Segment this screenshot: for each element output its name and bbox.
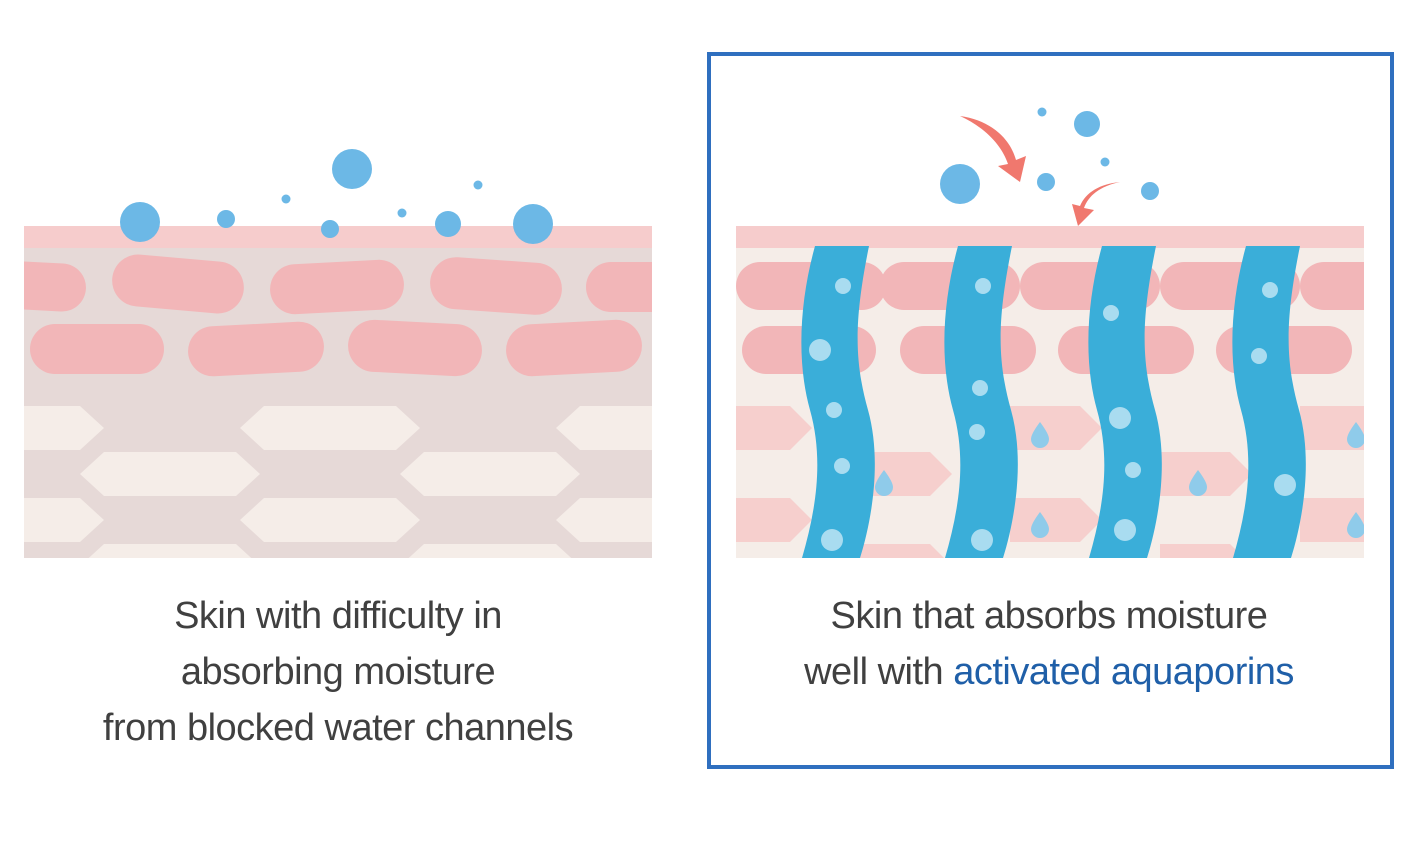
- highlight-frame: [707, 52, 1394, 769]
- caption-line: Skin with difficulty in: [174, 595, 502, 637]
- skin-cross-section-blocked: [24, 226, 652, 558]
- cream-cells: [24, 406, 652, 558]
- skin-surface-layer: [736, 226, 1364, 248]
- water-droplets-blocked: [120, 149, 553, 244]
- curved-arrow-icon: [960, 116, 1026, 182]
- caption-line: absorbing moisture: [180, 651, 496, 693]
- caption-line: Skin that absorbs moisture: [830, 595, 1268, 637]
- curved-arrow-icon: [1072, 182, 1120, 226]
- absorption-arrows: [960, 116, 1120, 226]
- caption-blocked-skin: Skin with difficulty in absorbing moistu…: [24, 588, 652, 756]
- caption-line: from blocked water channels: [102, 707, 574, 749]
- water-droplets-absorbing: [940, 107, 1159, 204]
- skin-surface-layer: [24, 226, 652, 248]
- skin-cross-section-absorbing: [736, 226, 1364, 558]
- caption-plain-text: well with: [804, 651, 954, 693]
- caption-absorbing-skin: Skin that absorbs moisture well with act…: [709, 588, 1389, 700]
- pink-cells-row-2: [30, 319, 642, 377]
- caption-highlight-text: activated aquaporins: [953, 651, 1294, 693]
- caption-line-2: well with activated aquaporins: [709, 644, 1389, 700]
- pink-cells-row-1: [24, 254, 652, 315]
